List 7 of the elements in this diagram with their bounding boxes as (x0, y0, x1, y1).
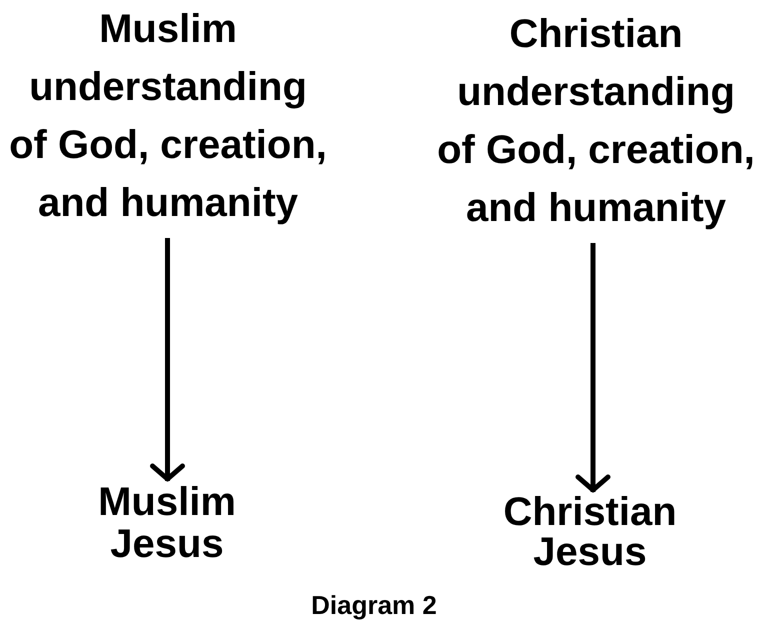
arrow (150, 238, 185, 482)
result-text: Muslim Jesus (98, 481, 236, 565)
heading-text: Christian understanding of God, creation, and humanity (436, 11, 756, 232)
result-text: Christian Jesus (503, 492, 677, 572)
heading-text: Muslim understanding of God, creation, and humanity (8, 6, 328, 227)
arrow (576, 243, 610, 492)
caption: Diagram 2 (311, 589, 437, 622)
